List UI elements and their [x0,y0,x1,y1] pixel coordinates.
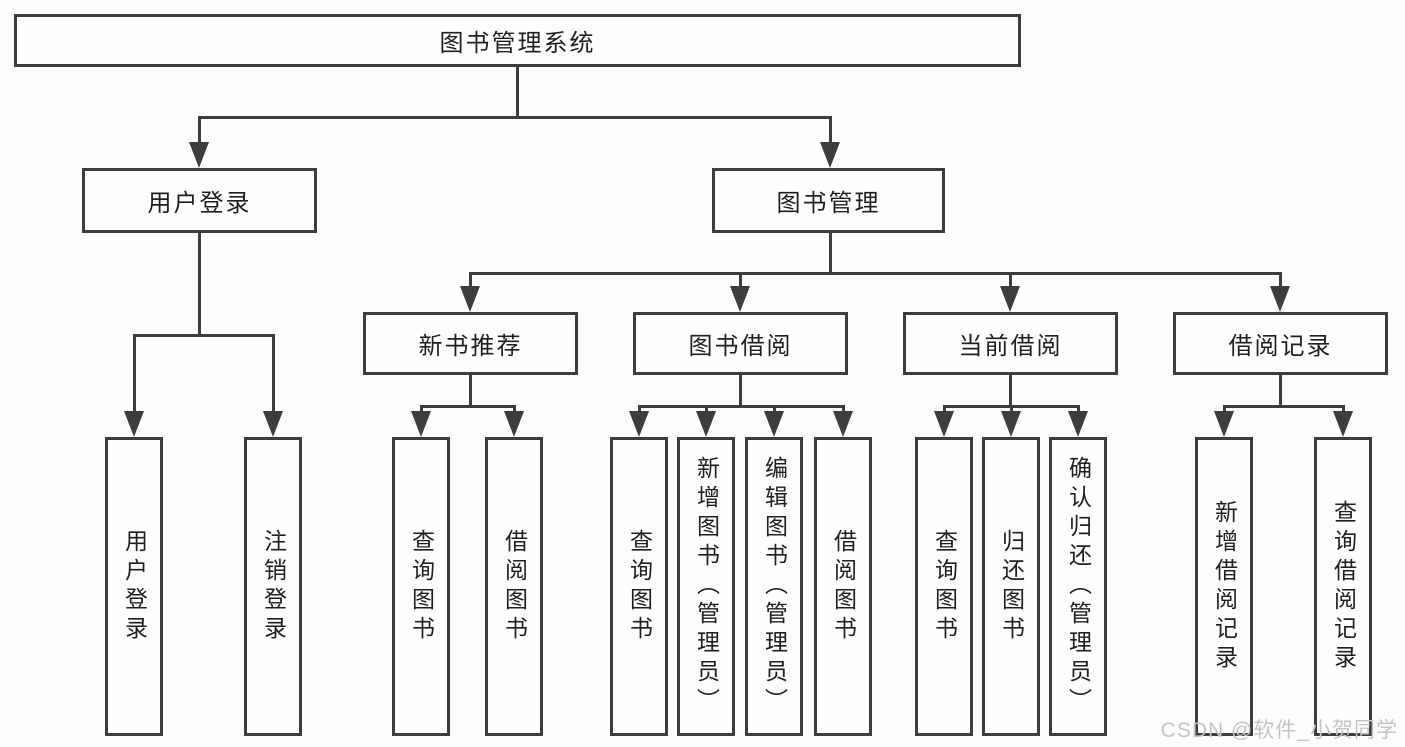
leaf-borrow-books: 借阅图书 [814,437,872,736]
arrow-down-icon [189,142,209,168]
arrow-down-icon [1270,286,1290,312]
connector-book-borrow-stem [739,375,742,407]
connector-drop-new-book [469,272,472,292]
node-current-borrow: 当前借阅 [903,312,1118,375]
connector-user-login-stem [198,233,201,336]
arrow-down-icon [1214,411,1234,437]
connector-drop-book-borrow [739,272,742,292]
connector-drop-book-management [829,116,832,146]
connector-level1-bar [198,116,831,119]
arrow-down-icon [411,411,431,437]
arrow-down-icon [504,411,524,437]
arrow-down-icon [934,411,954,437]
node-new-book-recommend: 新书推荐 [363,312,578,375]
leaf-query-books-current: 查询图书 [915,437,973,736]
connector-new-book-stem [469,375,472,407]
leaf-logout: 注销登录 [244,437,302,736]
arrow-down-icon [124,411,144,437]
connector-drop-current-borrow [1009,272,1012,292]
arrow-down-icon [1000,286,1020,312]
node-borrow-record: 借阅记录 [1173,312,1388,375]
arrow-down-icon [1333,411,1353,437]
leaf-query-books-recommend: 查询图书 [392,437,450,736]
arrow-down-icon [629,411,649,437]
connector-book-borrow-bar [638,405,844,408]
leaf-confirm-return-admin: 确认归还（管理员） [1049,437,1107,736]
arrow-down-icon [730,286,750,312]
connector-drop-leaf-logout [272,334,275,416]
connector-root-stem [516,67,519,119]
leaf-user-login: 用户登录 [105,437,163,736]
leaf-query-borrow-record: 查询借阅记录 [1314,437,1372,736]
connector-borrow-record-stem [1279,375,1282,407]
connector-drop-leaf-user-login [133,334,136,416]
leaf-add-borrow-record: 新增借阅记录 [1195,437,1253,736]
connector-drop-borrow-record [1279,272,1282,292]
leaf-add-books-admin: 新增图书（管理员） [677,437,735,736]
connector-current-borrow-stem [1009,375,1012,407]
leaf-return-books: 归还图书 [982,437,1040,736]
arrow-down-icon [696,411,716,437]
node-user-login: 用户登录 [82,168,317,233]
leaf-borrow-books-recommend: 借阅图书 [485,437,543,736]
csdn-watermark: CSDN @软件_小贺同学 [1160,719,1398,742]
node-root: 图书管理系统 [14,14,1021,67]
arrow-down-icon [1001,411,1021,437]
arrow-down-icon [833,411,853,437]
arrow-down-icon [764,411,784,437]
connector-user-login-bar [133,334,274,337]
connector-new-book-bar [420,405,516,408]
connector-level3-bar [469,272,1281,275]
connector-drop-user-login [198,116,201,146]
leaf-query-books-borrow: 查询图书 [610,437,668,736]
node-book-management: 图书管理 [712,168,945,233]
arrow-down-icon [820,142,840,168]
arrow-down-icon [263,411,283,437]
arrow-down-icon [460,286,480,312]
node-book-borrow: 图书借阅 [633,312,848,375]
connector-book-management-stem [829,233,832,274]
connector-borrow-record-bar [1223,405,1344,408]
arrow-down-icon [1068,411,1088,437]
leaf-edit-books-admin: 编辑图书（管理员） [745,437,803,736]
